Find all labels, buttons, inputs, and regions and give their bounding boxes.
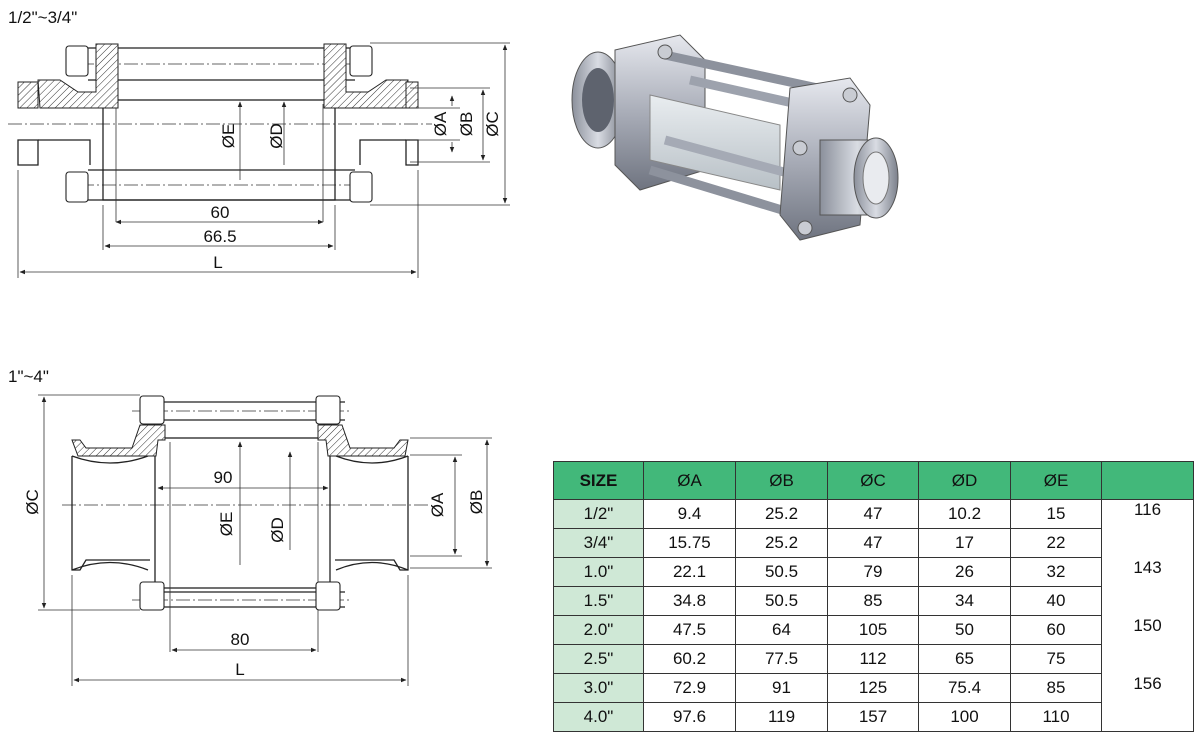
header-size: SIZE (553, 461, 644, 500)
top-dim-E: ØE (219, 124, 238, 149)
table-cell-a: 9.4 (643, 499, 736, 529)
top-dim-A: ØA (431, 111, 450, 136)
sight-glass-3d-render (571, 34, 899, 241)
table-cell-b: 119 (735, 702, 828, 732)
table-cell-b: 77.5 (735, 644, 828, 674)
bottom-dim-90: 90 (214, 468, 233, 487)
header-b: ØB (735, 461, 828, 500)
table-cell-l: 150 (1101, 615, 1194, 645)
bottom-dim-B: ØB (467, 490, 486, 515)
table-cell-b: 64 (735, 615, 828, 645)
table-cell-d: 10.2 (918, 499, 1011, 529)
header-d: ØD (918, 461, 1011, 500)
table-cell-d: 34 (918, 586, 1011, 616)
table-cell-l: 143 (1101, 557, 1194, 587)
table-cell-e: 75 (1010, 644, 1102, 674)
table-cell-e: 85 (1010, 673, 1102, 703)
table-cell-c: 125 (827, 673, 919, 703)
top-dim-D: ØD (267, 123, 286, 149)
table-cell-l: 156 (1101, 673, 1194, 703)
bottom-dim-E: ØE (217, 512, 236, 537)
table-cell-size: 2.0" (553, 615, 644, 645)
table-cell-c: 85 (827, 586, 919, 616)
table-cell-c: 47 (827, 528, 919, 558)
header-e: ØE (1010, 461, 1102, 500)
bottom-dim-C: ØC (23, 489, 42, 515)
table-cell-a: 34.8 (643, 586, 736, 616)
table-cell-c: 79 (827, 557, 919, 587)
table-cell-size: 2.5" (553, 644, 644, 674)
header-l (1101, 461, 1194, 500)
table-header-row: SIZE ØA ØB ØC ØD ØE (553, 461, 1194, 500)
table-cell-a: 22.1 (643, 557, 736, 587)
table-cell-a: 97.6 (643, 702, 736, 732)
table-cell-e: 32 (1010, 557, 1102, 587)
top-dim-C: ØC (483, 111, 502, 137)
table-cell-c: 157 (827, 702, 919, 732)
bottom-section-drawing: 90 80 L ØE ØD ØC ØA ØB (23, 394, 492, 686)
table-cell-b: 25.2 (735, 499, 828, 529)
table-cell-b: 25.2 (735, 528, 828, 558)
table-cell-a: 60.2 (643, 644, 736, 674)
table-cell-e: 40 (1010, 586, 1102, 616)
table-cell-size: 4.0" (553, 702, 644, 732)
bottom-dim-L: L (235, 660, 244, 679)
table-cell-size: 1/2" (553, 499, 644, 529)
table-cell-a: 72.9 (643, 673, 736, 703)
table-cell-c: 112 (827, 644, 919, 674)
table-cell-size: 1.0" (553, 557, 644, 587)
table-cell-d: 65 (918, 644, 1011, 674)
table-cell-c: 47 (827, 499, 919, 529)
top-dim-L: L (213, 253, 222, 272)
section-label-one-to-four: 1"~4" (8, 367, 49, 386)
table-cell-size: 3.0" (553, 673, 644, 703)
bottom-dim-D: ØD (268, 517, 287, 543)
table-cell-b: 50.5 (735, 586, 828, 616)
table-cell-e: 22 (1010, 528, 1102, 558)
table-cell-e: 15 (1010, 499, 1102, 529)
table-cell-l (1101, 586, 1194, 616)
table-cell-size: 1.5" (553, 586, 644, 616)
table-cell-d: 26 (918, 557, 1011, 587)
bottom-dim-A: ØA (428, 492, 447, 517)
header-a: ØA (643, 461, 736, 500)
table-cell-l (1101, 644, 1194, 674)
table-cell-a: 47.5 (643, 615, 736, 645)
header-c: ØC (827, 461, 919, 500)
section-label-half-to-three-quarter: 1/2"~3/4" (8, 8, 78, 27)
table-cell-l (1101, 528, 1194, 558)
table-cell-l (1101, 702, 1194, 732)
top-section-drawing: 60 66.5 L ØE ØD ØA ØB ØC (8, 42, 510, 278)
top-dim-60: 60 (211, 203, 230, 222)
table-cell-d: 50 (918, 615, 1011, 645)
bottom-dim-80: 80 (231, 630, 250, 649)
table-cell-a: 15.75 (643, 528, 736, 558)
table-cell-b: 50.5 (735, 557, 828, 587)
table-cell-d: 75.4 (918, 673, 1011, 703)
table-cell-e: 60 (1010, 615, 1102, 645)
table-cell-c: 105 (827, 615, 919, 645)
table-cell-l: 116 (1101, 499, 1194, 529)
table-cell-d: 17 (918, 528, 1011, 558)
table-cell-d: 100 (918, 702, 1011, 732)
table-cell-b: 91 (735, 673, 828, 703)
top-dim-66-5: 66.5 (203, 227, 236, 246)
table-cell-e: 110 (1010, 702, 1102, 732)
top-dim-B: ØB (457, 112, 476, 137)
table-cell-size: 3/4" (553, 528, 644, 558)
